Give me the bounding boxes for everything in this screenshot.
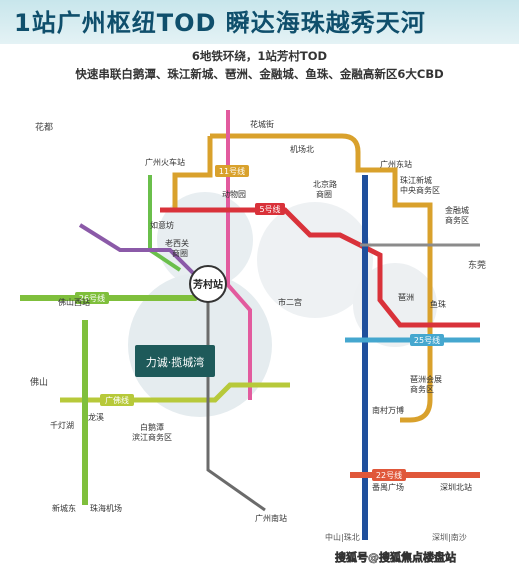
fangcun-station-label: 芳村站: [193, 278, 223, 291]
station-cbd-label: 中央商务区: [400, 185, 440, 195]
station-qiandeng: 千灯湖: [50, 420, 74, 430]
page-title: 1站广州枢纽TOD 瞬达海珠越秀天河: [14, 9, 426, 37]
line-25-badge-text: 25号线: [414, 335, 440, 345]
subtitle-line-1: 6地铁环绕，1站芳村TOD: [191, 49, 328, 63]
station-pazhou-huizhan: 琶洲会展: [410, 374, 442, 384]
station-huachengjie: 花城街: [250, 119, 274, 129]
compass-south: 中山|珠北: [325, 532, 360, 542]
line-22-badge-text: 22号线: [376, 470, 402, 480]
station-baiezhen: 白鹅潭: [140, 422, 164, 432]
line-8: [226, 110, 252, 400]
station-guangzhou-south: 广州南站: [255, 513, 287, 523]
line-6: [78, 223, 197, 277]
station-baiezhen2: 滨江商务区: [132, 432, 172, 442]
project-logo-box: [135, 345, 215, 377]
line-guangfo-badge-text: 广佛线: [105, 395, 129, 405]
station-longxi: 龙溪: [88, 412, 104, 422]
compass-southeast: 深圳|南沙: [432, 532, 467, 542]
station-pazhou-biz: 商务区: [410, 384, 434, 394]
title-banner: 1站广州枢纽TOD 瞬达海珠越秀天河: [0, 0, 519, 44]
line-11-west: [172, 136, 213, 210]
station-dongwuyuan: 动物园: [222, 189, 246, 199]
station-ruyi: 如意坊: [150, 220, 174, 230]
line-guangfo: [60, 382, 290, 403]
watermark-text: 搜狐号@搜狐焦点楼盘站: [335, 550, 456, 564]
station-zhujiang-cbd: 珠江新城: [400, 175, 432, 185]
line-25-badge: [410, 334, 444, 346]
line-11-badge: [215, 165, 249, 177]
station-foshanxi: 佛山西站: [58, 297, 90, 307]
station-beijinglu2: 商圈: [316, 189, 332, 199]
line-26-badge: [75, 292, 109, 304]
compass-north: 花都: [35, 121, 53, 133]
station-laoxiguan: 老西关: [165, 238, 189, 248]
line-5-badge-text: 5号线: [259, 204, 280, 214]
station-jinrongcheng2: 商务区: [445, 215, 469, 225]
station-shierhong: 市二宫: [278, 297, 302, 307]
station-nancun: 南村万博: [372, 405, 404, 415]
station-panyu: 番禺广场: [372, 482, 404, 492]
line-11-badge-text: 11号线: [219, 166, 245, 176]
highlight-bubble-central: [257, 202, 373, 318]
station-jinrongcheng: 金融城: [445, 205, 469, 215]
line-5-badge: [255, 203, 285, 215]
station-pazhou: 琶洲: [398, 293, 414, 302]
station-jichangbei: 机场北: [290, 144, 314, 154]
line-11-loop: [210, 133, 433, 423]
subtitle-line-2: 快速串联白鹅潭、珠江新城、琶洲、金融城、鱼珠、金融高新区6大CBD: [75, 67, 444, 81]
station-laoxiguan2: 商圈: [172, 248, 188, 258]
compass-west: 佛山: [30, 376, 48, 388]
station-guangzhou-east: 广州东站: [380, 159, 412, 169]
line-22-badge: [372, 469, 406, 481]
line-guangfo-badge: [100, 394, 134, 406]
station-guangzhou-train: 广州火车站: [145, 157, 185, 167]
station-zhuhaijichang: 珠海机场: [90, 503, 122, 513]
station-yuzhu: 鱼珠: [430, 299, 446, 309]
station-shenzhen-ne: 深圳北站: [440, 482, 472, 492]
line-26-badge-text: 26号线: [79, 293, 105, 303]
project-name: 力诚·揽城湾: [146, 355, 205, 369]
station-beijinglu: 北京路: [313, 179, 337, 189]
fangcun-station-marker: [189, 265, 227, 303]
station-xinchengdong: 新城东: [52, 503, 76, 513]
compass-east: 东莞: [468, 259, 486, 271]
